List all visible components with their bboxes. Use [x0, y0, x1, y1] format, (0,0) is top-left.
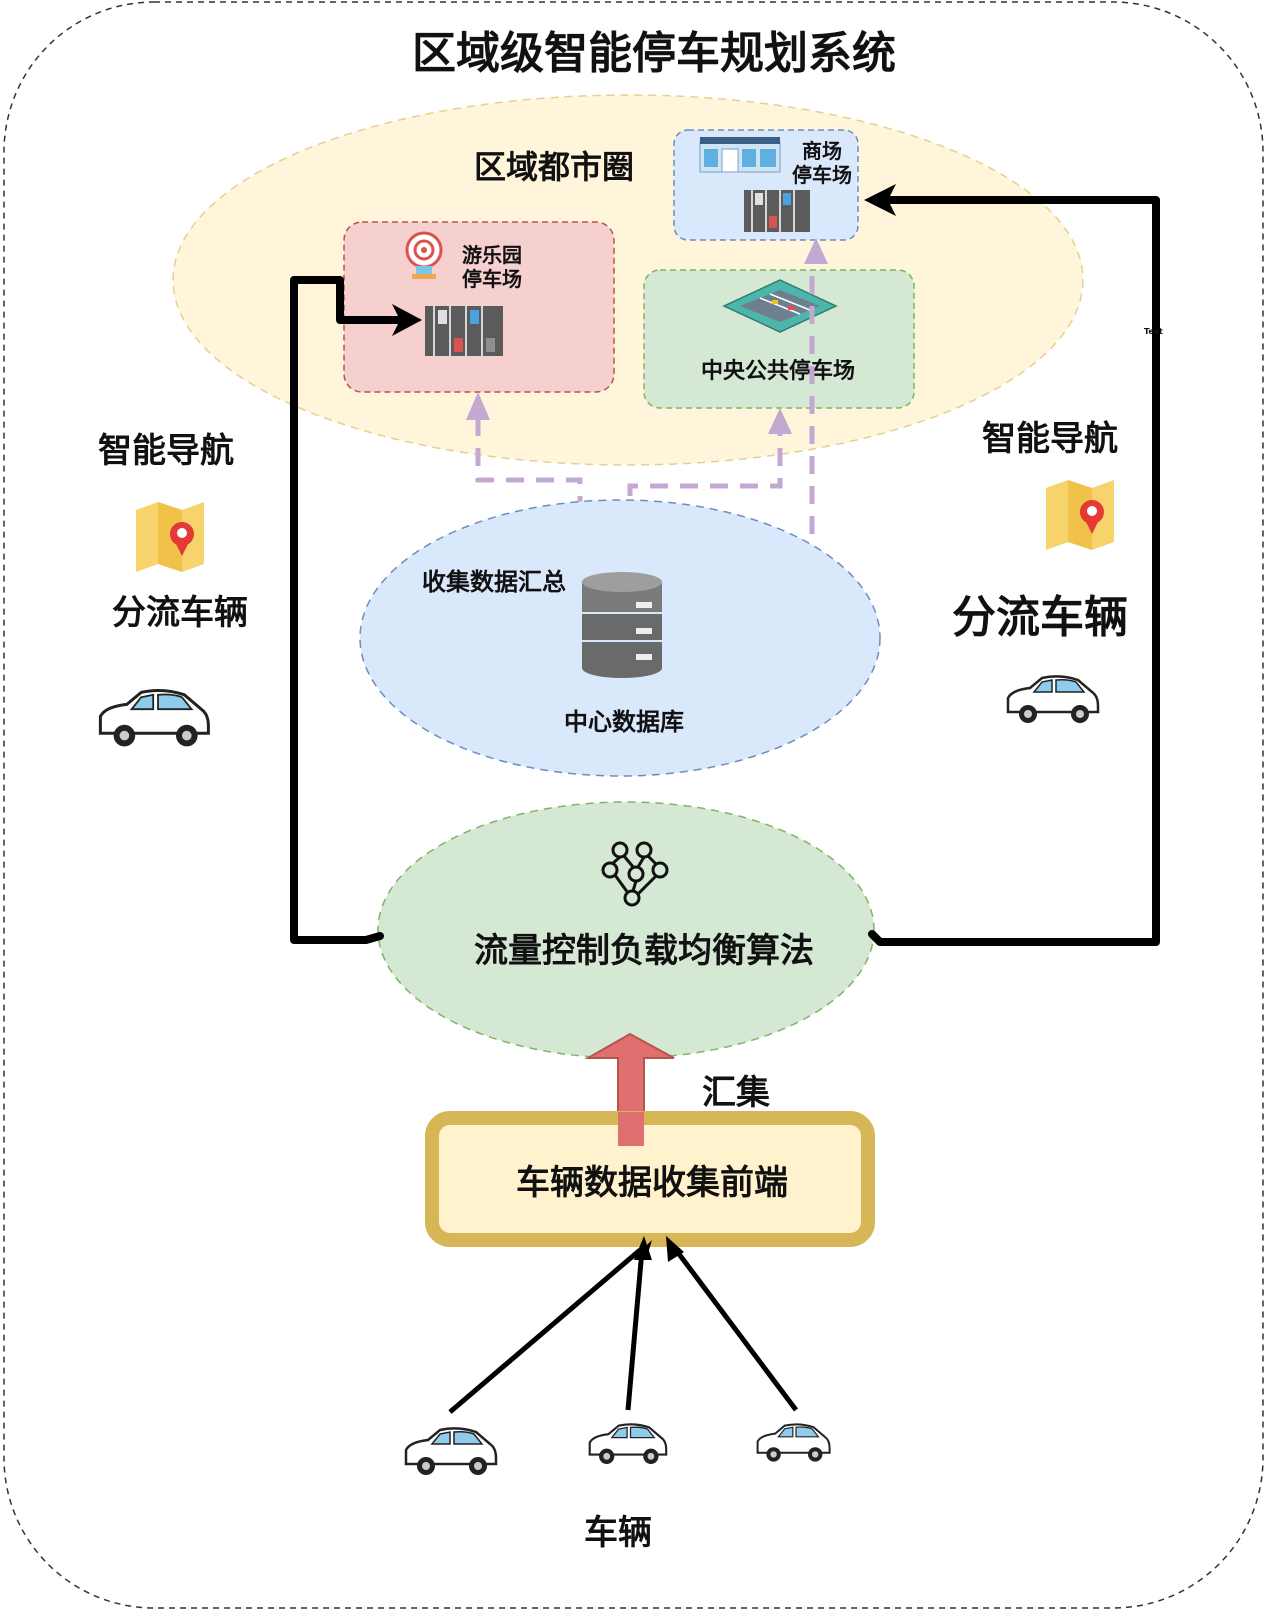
map-pin-icon	[1046, 480, 1114, 550]
nav-route-right	[868, 196, 1160, 946]
mall-label-line1: 商场	[802, 139, 842, 163]
central-lot-label: 中央公共停车场	[701, 358, 855, 384]
nav-route-left	[290, 276, 404, 944]
parking-lot-icon	[744, 190, 810, 232]
flow-arrowhead	[466, 392, 490, 420]
route-arrowhead	[392, 304, 422, 336]
route-arrowhead	[864, 184, 896, 216]
ferris-wheel-icon	[405, 231, 443, 279]
database-icon	[582, 572, 662, 678]
right-divert-label: 分流车辆	[952, 592, 1128, 643]
car-icon	[98, 688, 210, 747]
central-public-lot[interactable]	[643, 269, 915, 409]
parking-garage-icon	[722, 279, 838, 333]
flow-arrowhead	[768, 408, 792, 434]
tiny-text-label: Text	[1144, 327, 1163, 336]
page-title: 区域级智能停车规划系统	[412, 28, 896, 79]
vehicle-input-arrows	[448, 1248, 798, 1414]
metro-label: 区域都市圈	[474, 148, 634, 186]
map-pin-icon	[136, 502, 204, 572]
amusement-label-line1: 游乐园	[462, 243, 522, 267]
vehicle-arrowhead	[634, 1236, 652, 1260]
car-icon	[404, 1427, 498, 1475]
vehicles-label: 车辆	[584, 1513, 652, 1553]
car-icon	[756, 1423, 831, 1462]
aggregate-label: 汇集	[702, 1073, 770, 1113]
right-nav-label: 智能导航	[982, 419, 1118, 459]
mall-label-line2: 停车场	[792, 163, 852, 187]
left-nav-label: 智能导航	[98, 431, 234, 471]
outer-frame	[3, 1, 1264, 1609]
left-divert-label: 分流车辆	[112, 593, 248, 633]
collect-label: 收集数据汇总	[422, 568, 566, 596]
frontend-label: 车辆数据收集前端	[516, 1163, 788, 1203]
network-icon	[601, 841, 669, 907]
car-icon	[588, 1423, 668, 1464]
algorithm-label: 流量控制负载均衡算法	[474, 931, 814, 971]
vehicle-data-frontend[interactable]	[425, 1111, 875, 1247]
algorithm-area	[377, 801, 875, 1059]
database-label: 中心数据库	[564, 708, 684, 736]
parking-lot-icon	[425, 306, 503, 356]
flow-arrowhead	[804, 238, 828, 264]
vehicle-arrowhead	[666, 1236, 684, 1262]
shopping-center-icon	[699, 137, 781, 173]
car-icon	[1006, 675, 1100, 723]
aggregate-arrow-overlap	[618, 1112, 644, 1146]
amusement-label-line2: 停车场	[462, 267, 522, 291]
